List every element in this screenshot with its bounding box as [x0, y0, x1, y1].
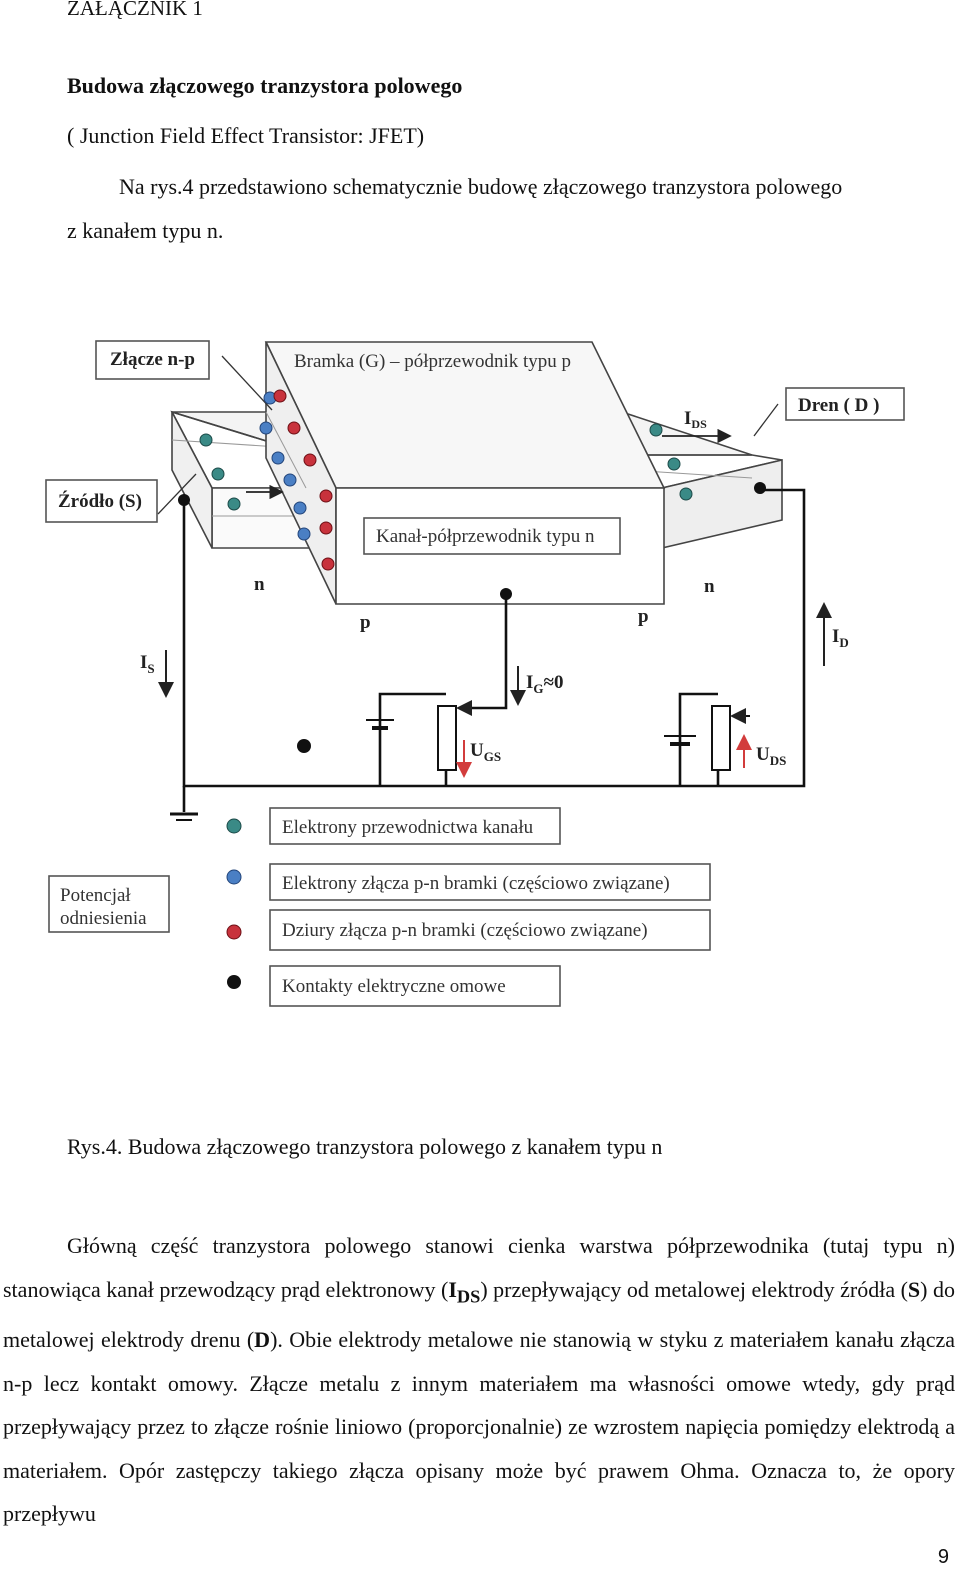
potentiometer-drain [711, 705, 752, 771]
channel-label: Kanał-półprzewodnik typu n [376, 526, 595, 547]
body-paragraph: Główną część tranzystora polowego stanow… [3, 1233, 956, 1527]
is-label: IS [140, 652, 155, 676]
label-boxes [45, 340, 905, 933]
n-region-right: n [704, 576, 715, 597]
legend-marker-blue-electron [226, 869, 242, 885]
channel-electrons [199, 423, 693, 511]
battery-gate [366, 719, 394, 730]
ugs-label: UGS [470, 740, 501, 764]
p-region-left: p [360, 612, 371, 633]
uds-label: UDS [756, 744, 786, 768]
legend-item-4: Kontakty elektryczne omowe [282, 976, 506, 997]
legend-marker-red-hole [226, 924, 242, 940]
gate-label: Bramka (G) – półprzewodnik typu p [294, 351, 571, 372]
reference-label-1: Potencjał [60, 885, 131, 906]
legend: Elektrony przewodnictwa kanału Elektrony… [226, 807, 711, 1007]
legend-item-2: Elektrony złącza p-n bramki (częściowo z… [282, 873, 670, 894]
gate-slab [264, 341, 666, 605]
section-subtitle: ( Junction Field Effect Transistor: JFET… [67, 123, 425, 148]
source-label: Źródło (S) [58, 490, 142, 512]
battery-drain [664, 735, 696, 746]
ig-label: IG≈0 [526, 672, 563, 696]
page-number: 9 [937, 1546, 949, 1568]
reference-label-2: odniesienia [60, 908, 147, 929]
section-title: Budowa złączowego tranzystora polowego [67, 73, 463, 98]
intro-line-2: z kanałem typu n. [67, 218, 224, 243]
potentiometer-gate [437, 700, 476, 778]
junction-electrons [259, 391, 311, 541]
ids-label: IDS [684, 408, 707, 431]
ohmic-contacts [178, 482, 766, 753]
figure-caption: Rys.4. Budowa złączowego tranzystora pol… [67, 1134, 663, 1159]
annex-label: ZAŁĄCZNIK 1 [67, 0, 203, 20]
intro-line-1: Na rys.4 przedstawiono schematycznie bud… [119, 174, 843, 199]
legend-item-3: Dziury złącza p-n bramki (częściowo zwią… [282, 920, 648, 941]
pointer-lines [157, 355, 779, 515]
legend-marker-contact [227, 975, 241, 989]
legend-marker-teal-electron [226, 818, 242, 834]
junction-holes [273, 389, 335, 571]
junction-label: Złącze n-p [110, 349, 195, 370]
n-region-left: n [254, 574, 265, 595]
p-region-right: p [638, 606, 649, 627]
circuit-wires [182, 488, 806, 812]
id-label: ID [832, 626, 849, 650]
legend-item-1: Elektrony przewodnictwa kanału [282, 817, 534, 838]
drain-label: Dren ( D ) [798, 395, 879, 416]
